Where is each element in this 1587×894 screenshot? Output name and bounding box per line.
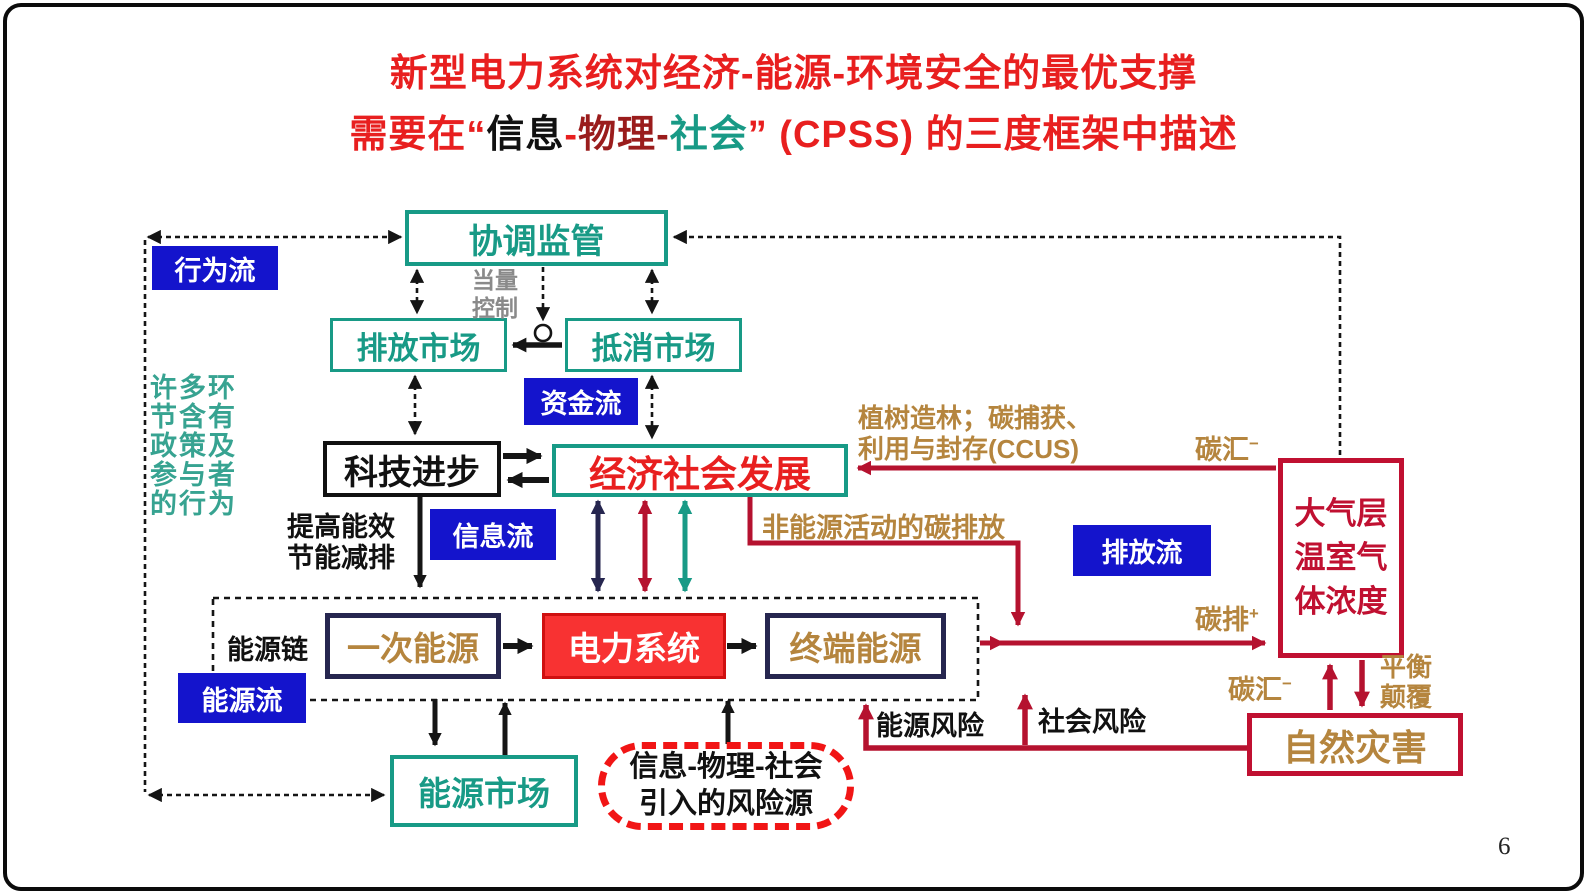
title-social: 社会: [669, 114, 748, 156]
emission-flow-label: 排放流: [1073, 525, 1211, 576]
natural-disaster-box: 自然灾害: [1247, 713, 1463, 776]
page-title-line1: 新型电力系统对经济-能源-环境安全的最优支撑: [389, 53, 1198, 95]
energy-chain-dashed-box: [211, 596, 980, 702]
title-quote-open: “: [466, 114, 487, 156]
coordination-box: 协调监管: [405, 210, 668, 266]
carbon-sink-top-text: 碳汇: [1195, 435, 1249, 465]
title-dash1: -: [564, 114, 579, 156]
afforestation-line1: 植树造林；碳捕获、: [858, 403, 1093, 433]
offset-market-box: 抵消市场: [565, 318, 742, 372]
carbon-emission-text: 碳排: [1195, 605, 1249, 635]
information-flow-label: 信息流: [430, 509, 556, 560]
non-energy-note: 非能源活动的碳排放: [762, 513, 1005, 543]
atmosphere-to-coordination-dashed: [672, 229, 1342, 455]
title-dash2: -: [656, 114, 670, 156]
carbon-emission-sign: +: [1249, 604, 1259, 623]
non-energy-emission-path: [747, 497, 1026, 627]
atmosphere-box: 大气层 温室气 体浓度: [1278, 458, 1404, 658]
efficiency-line1: 提高能效: [287, 512, 395, 542]
risk-source-line1: 信息-物理-社会: [629, 751, 823, 783]
energy-market-box: 能源市场: [390, 755, 578, 827]
energy-chain-label: 能源链: [227, 635, 308, 665]
page-number: 6: [1498, 833, 1511, 860]
risk-source-ellipse: 信息-物理-社会 引入的风险源: [598, 742, 854, 830]
balance-line2: 颠覆: [1380, 682, 1433, 712]
afforestation-line2: 利用与封存(CCUS): [858, 434, 1079, 464]
side-note-line: 参与者: [150, 460, 237, 490]
carbon-sink-bottom-note: 碳汇−: [1228, 668, 1292, 707]
title-prefix: 需要在: [349, 114, 467, 156]
terminal-energy-box: 终端能源: [765, 613, 946, 679]
behavior-flow-label: 行为流: [152, 246, 278, 290]
title-info: 信息: [486, 114, 565, 156]
atmosphere-line1: 大气层: [1294, 496, 1388, 531]
energy-risk-label: 能源风险: [876, 711, 984, 741]
side-note: 许多环 节含有 政策及 参与者 的行为: [150, 374, 237, 519]
atmosphere-line3: 体浓度: [1294, 584, 1388, 619]
balance-line1: 平衡: [1380, 652, 1433, 682]
emission-market-box: 排放市场: [330, 318, 507, 372]
junction-circle: [533, 323, 553, 343]
tech-progress-box: 科技进步: [323, 441, 501, 497]
carbon-emission-note: 碳排+: [1195, 598, 1259, 637]
energy-flow-label: 能源流: [178, 673, 306, 723]
atmosphere-line2: 温室气: [1294, 540, 1388, 575]
carbon-sink-top-sign: −: [1249, 434, 1259, 453]
econ-social-box: 经济社会发展: [552, 444, 848, 497]
carbon-sink-top-note: 碳汇−: [1195, 428, 1259, 467]
disaster-energy-risk-path: [858, 703, 1247, 751]
primary-energy-box: 一次能源: [325, 613, 501, 679]
side-note-line: 节含有: [150, 402, 237, 432]
title-physical: 物理: [578, 114, 657, 156]
carbon-sink-bottom-sign: −: [1282, 674, 1292, 693]
power-system-box: 电力系统: [542, 613, 726, 679]
efficiency-line2: 节能减排: [287, 543, 395, 573]
equivalent-control-line2: 控制: [472, 295, 518, 321]
equivalent-control-line1: 当量: [472, 267, 518, 293]
social-risk-label: 社会风险: [1038, 707, 1146, 737]
equivalent-control-note: 当量 控制: [472, 266, 518, 322]
afforestation-note: 植树造林；碳捕获、 利用与封存(CCUS): [858, 403, 1092, 465]
side-note-line: 许多环: [150, 373, 237, 403]
title-suffix: (CPSS) 的三度框架中描述: [767, 114, 1238, 156]
page-title-line2: 需要在“信息-物理-社会” (CPSS) 的三度框架中描述: [0, 103, 1587, 158]
side-note-line: 的行为: [150, 489, 237, 519]
side-note-line: 政策及: [150, 431, 237, 461]
efficiency-note: 提高能效 节能减排: [287, 512, 395, 574]
risk-source-line2: 引入的风险源: [638, 788, 813, 820]
capital-flow-label: 资金流: [524, 378, 638, 425]
balance-note: 平衡 颠覆: [1380, 652, 1432, 712]
title-quote-close: ”: [747, 114, 768, 156]
carbon-sink-bottom-text: 碳汇: [1228, 675, 1282, 705]
